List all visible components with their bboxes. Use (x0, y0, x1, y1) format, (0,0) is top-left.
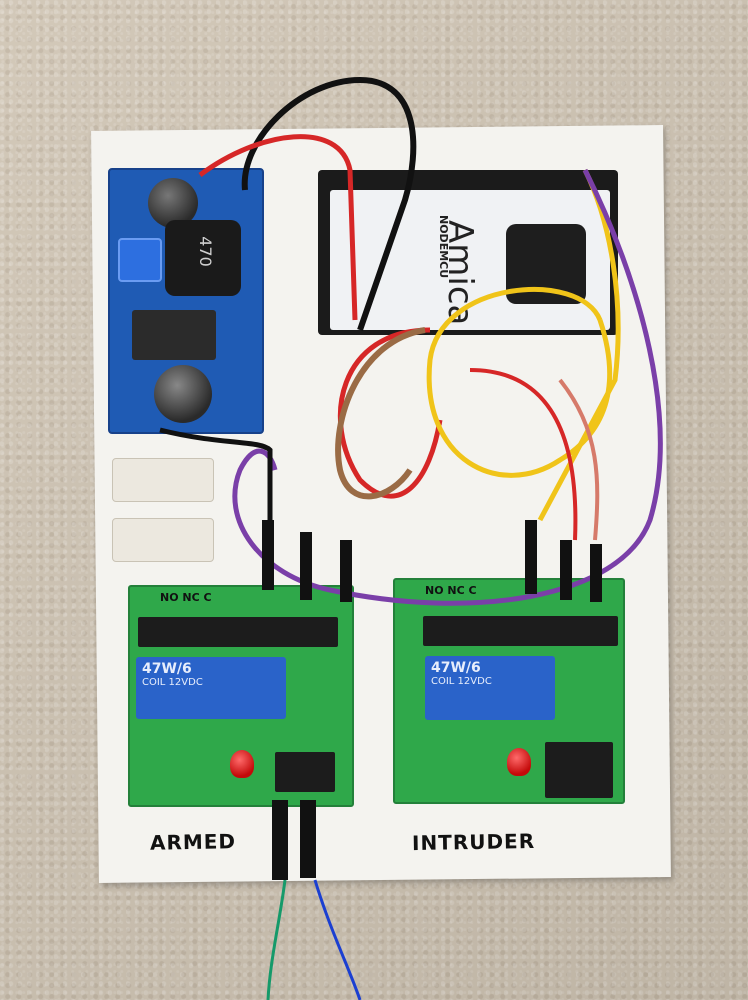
inductor (165, 220, 241, 296)
wire-black-top (241, 76, 417, 331)
wire-blue-bottom (313, 879, 362, 1000)
relay-coil-right: COIL 12VDC (431, 676, 492, 687)
wire-yellow-loop (426, 286, 613, 478)
header-pins-mid (300, 532, 312, 600)
led-intruder (507, 748, 531, 776)
relay-module-intruder: NO NC C 47W/6 COIL 12VDC (393, 578, 625, 804)
wire-red-top (198, 134, 358, 321)
label-intruder: INTRUDER (411, 828, 536, 856)
wire-purple (232, 168, 663, 606)
terminal-block-top (112, 458, 214, 502)
wire-black-mid (159, 427, 273, 560)
relay-terminals-label: NO NC C (160, 591, 212, 604)
capacitor-bottom (154, 365, 212, 423)
capacitor-top (148, 178, 198, 228)
wire-red-loop (337, 327, 443, 499)
label-armed: ARMED (149, 829, 237, 855)
regulator-chip (132, 310, 216, 360)
wire-brown (335, 327, 426, 500)
header-pins-r1 (525, 520, 537, 594)
relay-terminal-strip (138, 617, 338, 647)
buck-converter-module: 470 (108, 168, 264, 434)
relay-model-right: 47W/6 (431, 660, 481, 676)
wire-green-bottom (266, 879, 287, 1000)
potentiometer (118, 238, 162, 282)
header-pins-r2 (560, 540, 572, 600)
terminal-block-bottom (112, 518, 214, 562)
header-pins-left (262, 520, 274, 590)
header-pins-right (340, 540, 352, 602)
relay-coil: COIL 12VDC (142, 677, 203, 688)
header-pins-r3 (590, 544, 602, 602)
jumper-left (272, 800, 288, 880)
relay-terminal-strip-right (423, 616, 618, 646)
relay-model: 47W/6 (142, 661, 192, 677)
con2-terminal-right (545, 742, 613, 798)
led-armed (230, 750, 254, 778)
relay-cube: 47W/6 COIL 12VDC (136, 657, 286, 719)
jumper-right (300, 800, 316, 878)
relay-terminals-label-right: NO NC C (425, 584, 477, 597)
wire-red-right (469, 368, 578, 541)
relay-module-armed: NO NC C 47W/6 COIL 12VDC (128, 585, 354, 807)
con2-terminal (275, 752, 335, 792)
wire-pink-right (558, 378, 600, 541)
relay-cube-right: 47W/6 COIL 12VDC (425, 656, 555, 720)
